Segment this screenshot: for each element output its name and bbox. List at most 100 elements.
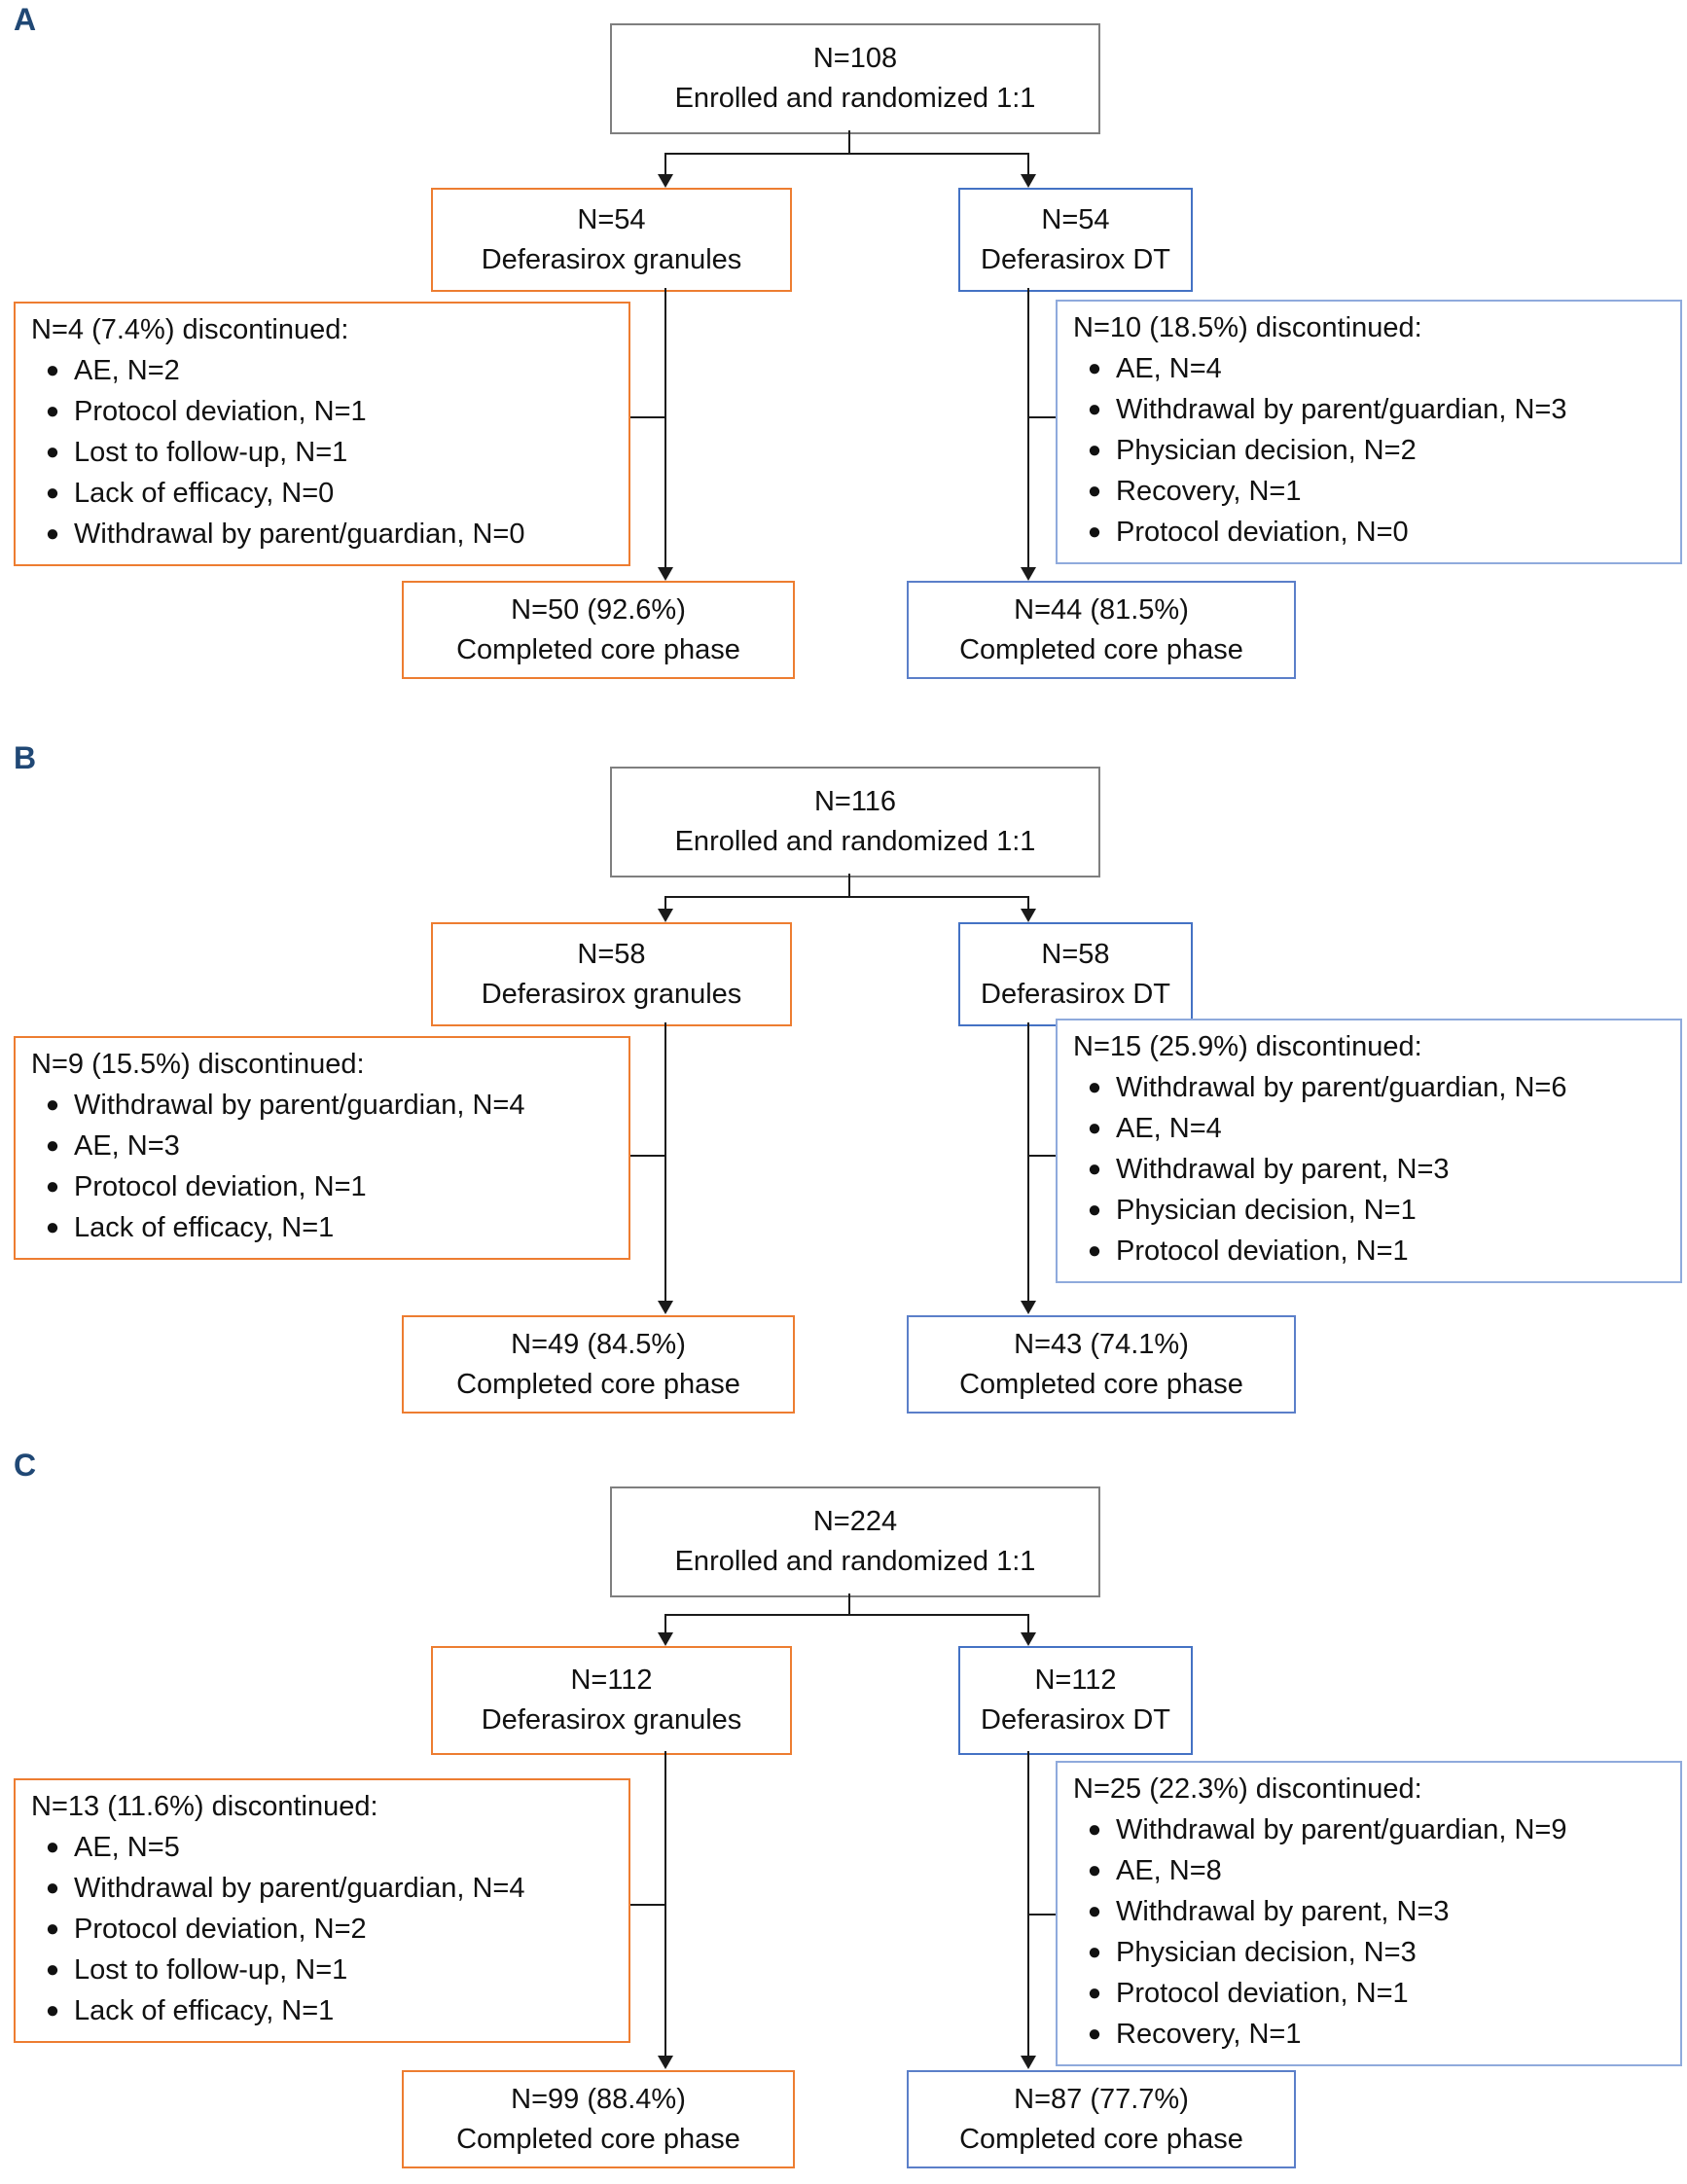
bullet-icon: ●: [1087, 1939, 1102, 1965]
dt-completed-box: N=44 (81.5%) Completed core phase: [907, 581, 1296, 679]
bullet-icon: ●: [1087, 519, 1102, 545]
completed-text: Completed core phase: [456, 633, 740, 665]
dt-completed-box: N=43 (74.1%) Completed core phase: [907, 1315, 1296, 1414]
discontinue-reason: ●AE, N=4: [1073, 1108, 1665, 1149]
discontinue-reason: ●Physician decision, N=1: [1073, 1190, 1665, 1231]
discontinue-reason: ●Protocol deviation, N=2: [31, 1909, 613, 1950]
connector-line: [627, 1904, 665, 1906]
discontinue-reason: ●AE, N=2: [31, 350, 613, 391]
connector-line: [664, 153, 666, 176]
completed-n: N=50 (92.6%): [511, 593, 686, 626]
discontinue-reason: ●Protocol deviation, N=1: [1073, 1973, 1665, 2014]
dt-arm-text: Deferasirox DT: [981, 1704, 1170, 1736]
discontinue-reason: ●AE, N=4: [1073, 348, 1665, 389]
completed-n: N=44 (81.5%): [1014, 593, 1189, 626]
connector-line: [1029, 1155, 1057, 1157]
panel-c-label: C: [14, 1448, 37, 1483]
enrolled-text: Enrolled and randomized 1:1: [674, 1546, 1036, 1577]
bullet-icon: ●: [45, 357, 60, 383]
bullet-icon: ●: [45, 398, 60, 424]
bullet-icon: ●: [1087, 1816, 1102, 1843]
granules-completed-box: N=49 (84.5%) Completed core phase: [402, 1315, 795, 1414]
enrolled-box: N=116 Enrolled and randomized 1:1: [610, 767, 1100, 877]
connector-line: [1029, 1914, 1057, 1915]
discontinue-reason: ●Withdrawal by parent, N=3: [1073, 1149, 1665, 1190]
dt-arm-text: Deferasirox DT: [981, 978, 1170, 1010]
panel-c: C N=224 Enrolled and randomized 1:1 N=11…: [0, 1430, 1687, 2184]
arrowhead: [1021, 1632, 1036, 1646]
arrowhead: [1021, 567, 1036, 581]
discontinue-reason: ●Protocol deviation, N=1: [31, 1166, 613, 1207]
bullet-icon: ●: [45, 1214, 60, 1240]
connector-line: [848, 130, 850, 154]
arrowhead: [658, 567, 673, 581]
panel-a: A N=108 Enrolled and randomized 1:1 N=54…: [0, 0, 1687, 715]
discontinue-reason: ●Protocol deviation, N=0: [1073, 512, 1665, 553]
connector-line: [664, 1022, 666, 1303]
bullet-icon: ●: [1087, 355, 1102, 381]
discontinue-reason: ●Lack of efficacy, N=1: [31, 1207, 613, 1248]
arrowhead: [658, 1632, 673, 1646]
granules-discontinued-box: N=4 (7.4%) discontinued: ●AE, N=2 ●Proto…: [14, 302, 630, 566]
completed-text: Completed core phase: [959, 2123, 1243, 2155]
arrowhead: [658, 1301, 673, 1314]
discontinue-reason: ●Withdrawal by parent/guardian, N=0: [31, 514, 613, 555]
discontinue-reason: ●Lost to follow-up, N=1: [31, 432, 613, 473]
granules-arm-box: N=54 Deferasirox granules: [431, 188, 792, 292]
connector-line: [664, 1614, 666, 1633]
completed-text: Completed core phase: [959, 1368, 1243, 1400]
connector-line: [1027, 153, 1029, 176]
discontinue-reason: ●Recovery, N=1: [1073, 471, 1665, 512]
bullet-icon: ●: [1087, 1074, 1102, 1100]
discontinued-list: ●Withdrawal by parent/guardian, N=9 ●AE,…: [1073, 1809, 1665, 2055]
enrolled-text: Enrolled and randomized 1:1: [674, 826, 1036, 857]
dt-discontinued-box: N=25 (22.3%) discontinued: ●Withdrawal b…: [1056, 1761, 1682, 2066]
bullet-icon: ●: [1087, 1115, 1102, 1141]
bullet-icon: ●: [45, 520, 60, 547]
bullet-icon: ●: [45, 1173, 60, 1199]
discontinue-reason: ●Physician decision, N=2: [1073, 430, 1665, 471]
dt-discontinued-box: N=10 (18.5%) discontinued: ●AE, N=4 ●Wit…: [1056, 300, 1682, 564]
granules-arm-text: Deferasirox granules: [481, 243, 742, 275]
panel-b: B N=116 Enrolled and randomized 1:1 N=58…: [0, 715, 1687, 1430]
bullet-icon: ●: [45, 480, 60, 506]
discontinue-reason: ●Withdrawal by parent/guardian, N=9: [1073, 1809, 1665, 1850]
connector-line: [1029, 416, 1057, 418]
connector-line: [627, 416, 665, 418]
connector-line: [664, 288, 666, 569]
discontinue-reason: ●Protocol deviation, N=1: [1073, 1231, 1665, 1271]
connector-line: [664, 896, 1029, 898]
arrowhead: [658, 909, 673, 922]
discontinue-reason: ●Withdrawal by parent/guardian, N=3: [1073, 389, 1665, 430]
completed-text: Completed core phase: [959, 633, 1243, 665]
discontinued-title: N=15 (25.9%) discontinued:: [1073, 1031, 1422, 1062]
connector-line: [664, 153, 1029, 155]
discontinue-reason: ●Withdrawal by parent/guardian, N=6: [1073, 1067, 1665, 1108]
bullet-icon: ●: [1087, 1898, 1102, 1924]
enrolled-box: N=224 Enrolled and randomized 1:1: [610, 1486, 1100, 1597]
dt-arm-n: N=58: [1041, 938, 1110, 970]
bullet-icon: ●: [45, 1834, 60, 1860]
discontinued-title: N=10 (18.5%) discontinued:: [1073, 312, 1422, 343]
granules-arm-box: N=112 Deferasirox granules: [431, 1646, 792, 1755]
granules-arm-text: Deferasirox granules: [481, 1704, 742, 1736]
dt-arm-n: N=112: [1034, 1665, 1117, 1696]
discontinue-reason: ●AE, N=3: [31, 1126, 613, 1166]
dt-arm-text: Deferasirox DT: [981, 243, 1170, 275]
discontinue-reason: ●Withdrawal by parent/guardian, N=4: [31, 1868, 613, 1909]
arrowhead: [658, 2056, 673, 2069]
discontinued-title: N=9 (15.5%) discontinued:: [31, 1049, 365, 1080]
connector-line: [1027, 1022, 1029, 1303]
panel-a-label: A: [14, 2, 37, 37]
dt-arm-box: N=58 Deferasirox DT: [958, 922, 1193, 1026]
completed-text: Completed core phase: [456, 1368, 740, 1400]
discontinue-reason: ●Physician decision, N=3: [1073, 1932, 1665, 1973]
granules-arm-n: N=58: [577, 938, 646, 970]
enrolled-n: N=224: [812, 1506, 898, 1537]
granules-discontinued-box: N=9 (15.5%) discontinued: ●Withdrawal by…: [14, 1036, 630, 1260]
connector-line: [1027, 1614, 1029, 1633]
dt-completed-box: N=87 (77.7%) Completed core phase: [907, 2070, 1296, 2168]
enrolled-n: N=116: [813, 786, 897, 817]
dt-arm-box: N=112 Deferasirox DT: [958, 1646, 1193, 1755]
